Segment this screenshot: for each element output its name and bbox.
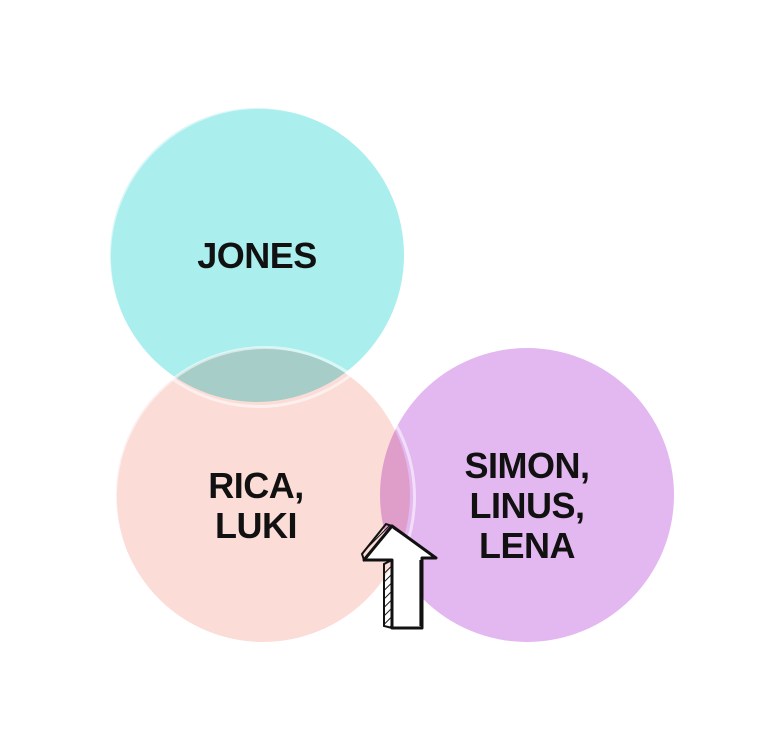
- label-simon-linus-lena: SIMON, LINUS, LENA: [464, 445, 590, 566]
- circle-rica-luki: [116, 348, 410, 642]
- label-jones: JONES: [197, 235, 317, 276]
- label-rica-luki: RICA, LUKI: [208, 465, 304, 546]
- up-arrow-icon: [360, 522, 438, 630]
- circle-simon-linus-lena: [380, 348, 674, 642]
